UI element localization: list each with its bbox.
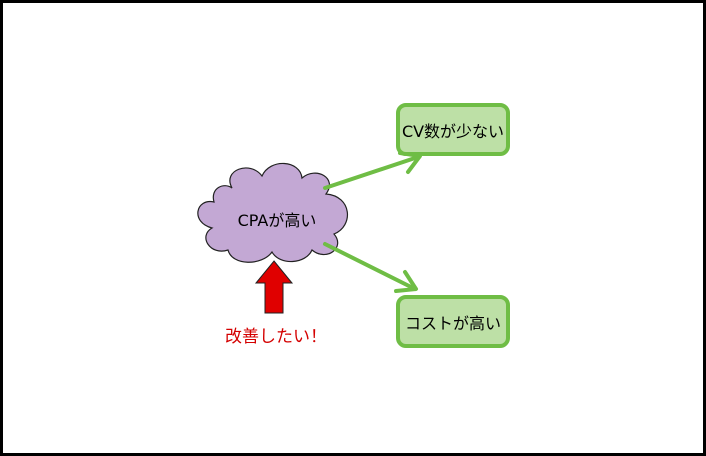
cv-count-label: CV数が少ない: [401, 121, 505, 141]
improve-annotation-text: 改善したい！: [225, 326, 327, 347]
cpa-label-text: CPAが高い: [237, 211, 317, 230]
diagram-graphics: [197, 151, 422, 314]
arrow-to-cost: [323, 242, 418, 293]
cv-count-box: CV数が少ない: [396, 103, 510, 156]
cloud-shape: [197, 162, 349, 263]
arrow-to-cv: [323, 151, 422, 190]
cost-label: コストが高い: [404, 313, 501, 333]
cpa-label: CPAが高い: [202, 201, 352, 237]
cloud-outline: [197, 162, 349, 263]
cost-box: コストが高い: [396, 295, 510, 348]
improve-annotation: 改善したい！: [209, 321, 343, 347]
red-up-arrow: [254, 260, 294, 314]
